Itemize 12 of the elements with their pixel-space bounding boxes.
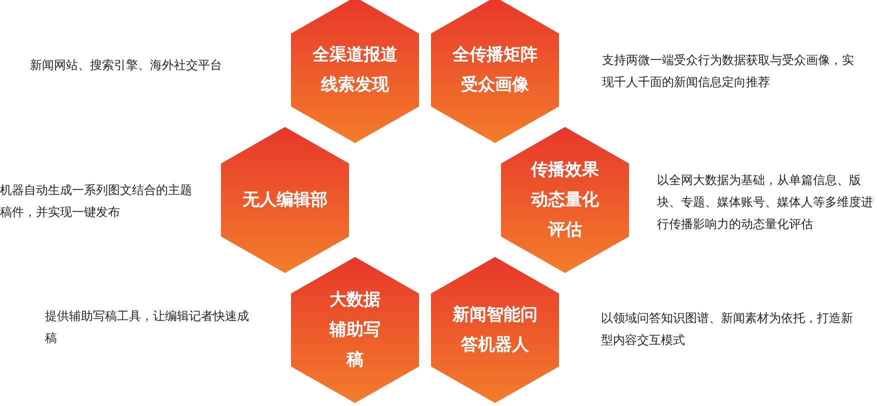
description-text: 提供辅助写稿工具，让编辑记者快速成稿: [45, 308, 250, 347]
hexagon-label: 大数据辅助写稿: [328, 289, 382, 372]
description-text: 以全网大数据为基础，从单篇信息、版块、专题、媒体账号、媒体人等多维度进行传播影响力的动态量化评估: [657, 172, 874, 233]
hexagon-label: 全渠道报道线索发现: [311, 44, 398, 97]
description-text: 支持两微一端受众行为数据获取与受众画像，实现千人千面的新闻信息定向推荐: [602, 52, 855, 91]
hexagon-label: 新闻智能问答机器人: [451, 304, 538, 357]
hexagon-label: 传播效果动态量化评估: [530, 159, 600, 242]
description-text: 机器自动生成一系列图文结合的主题稿件，并实现一键发布: [0, 182, 193, 221]
hexagon-label: 无人编辑部: [241, 189, 328, 212]
description-text: 以领域问答知识图谱、新闻素材为依托，打造新型内容交互模式: [601, 310, 854, 349]
hexagon-label: 全传播矩阵受众画像: [451, 44, 538, 97]
description-text: 新闻网站、搜索引擎、海外社交平台: [30, 57, 223, 74]
